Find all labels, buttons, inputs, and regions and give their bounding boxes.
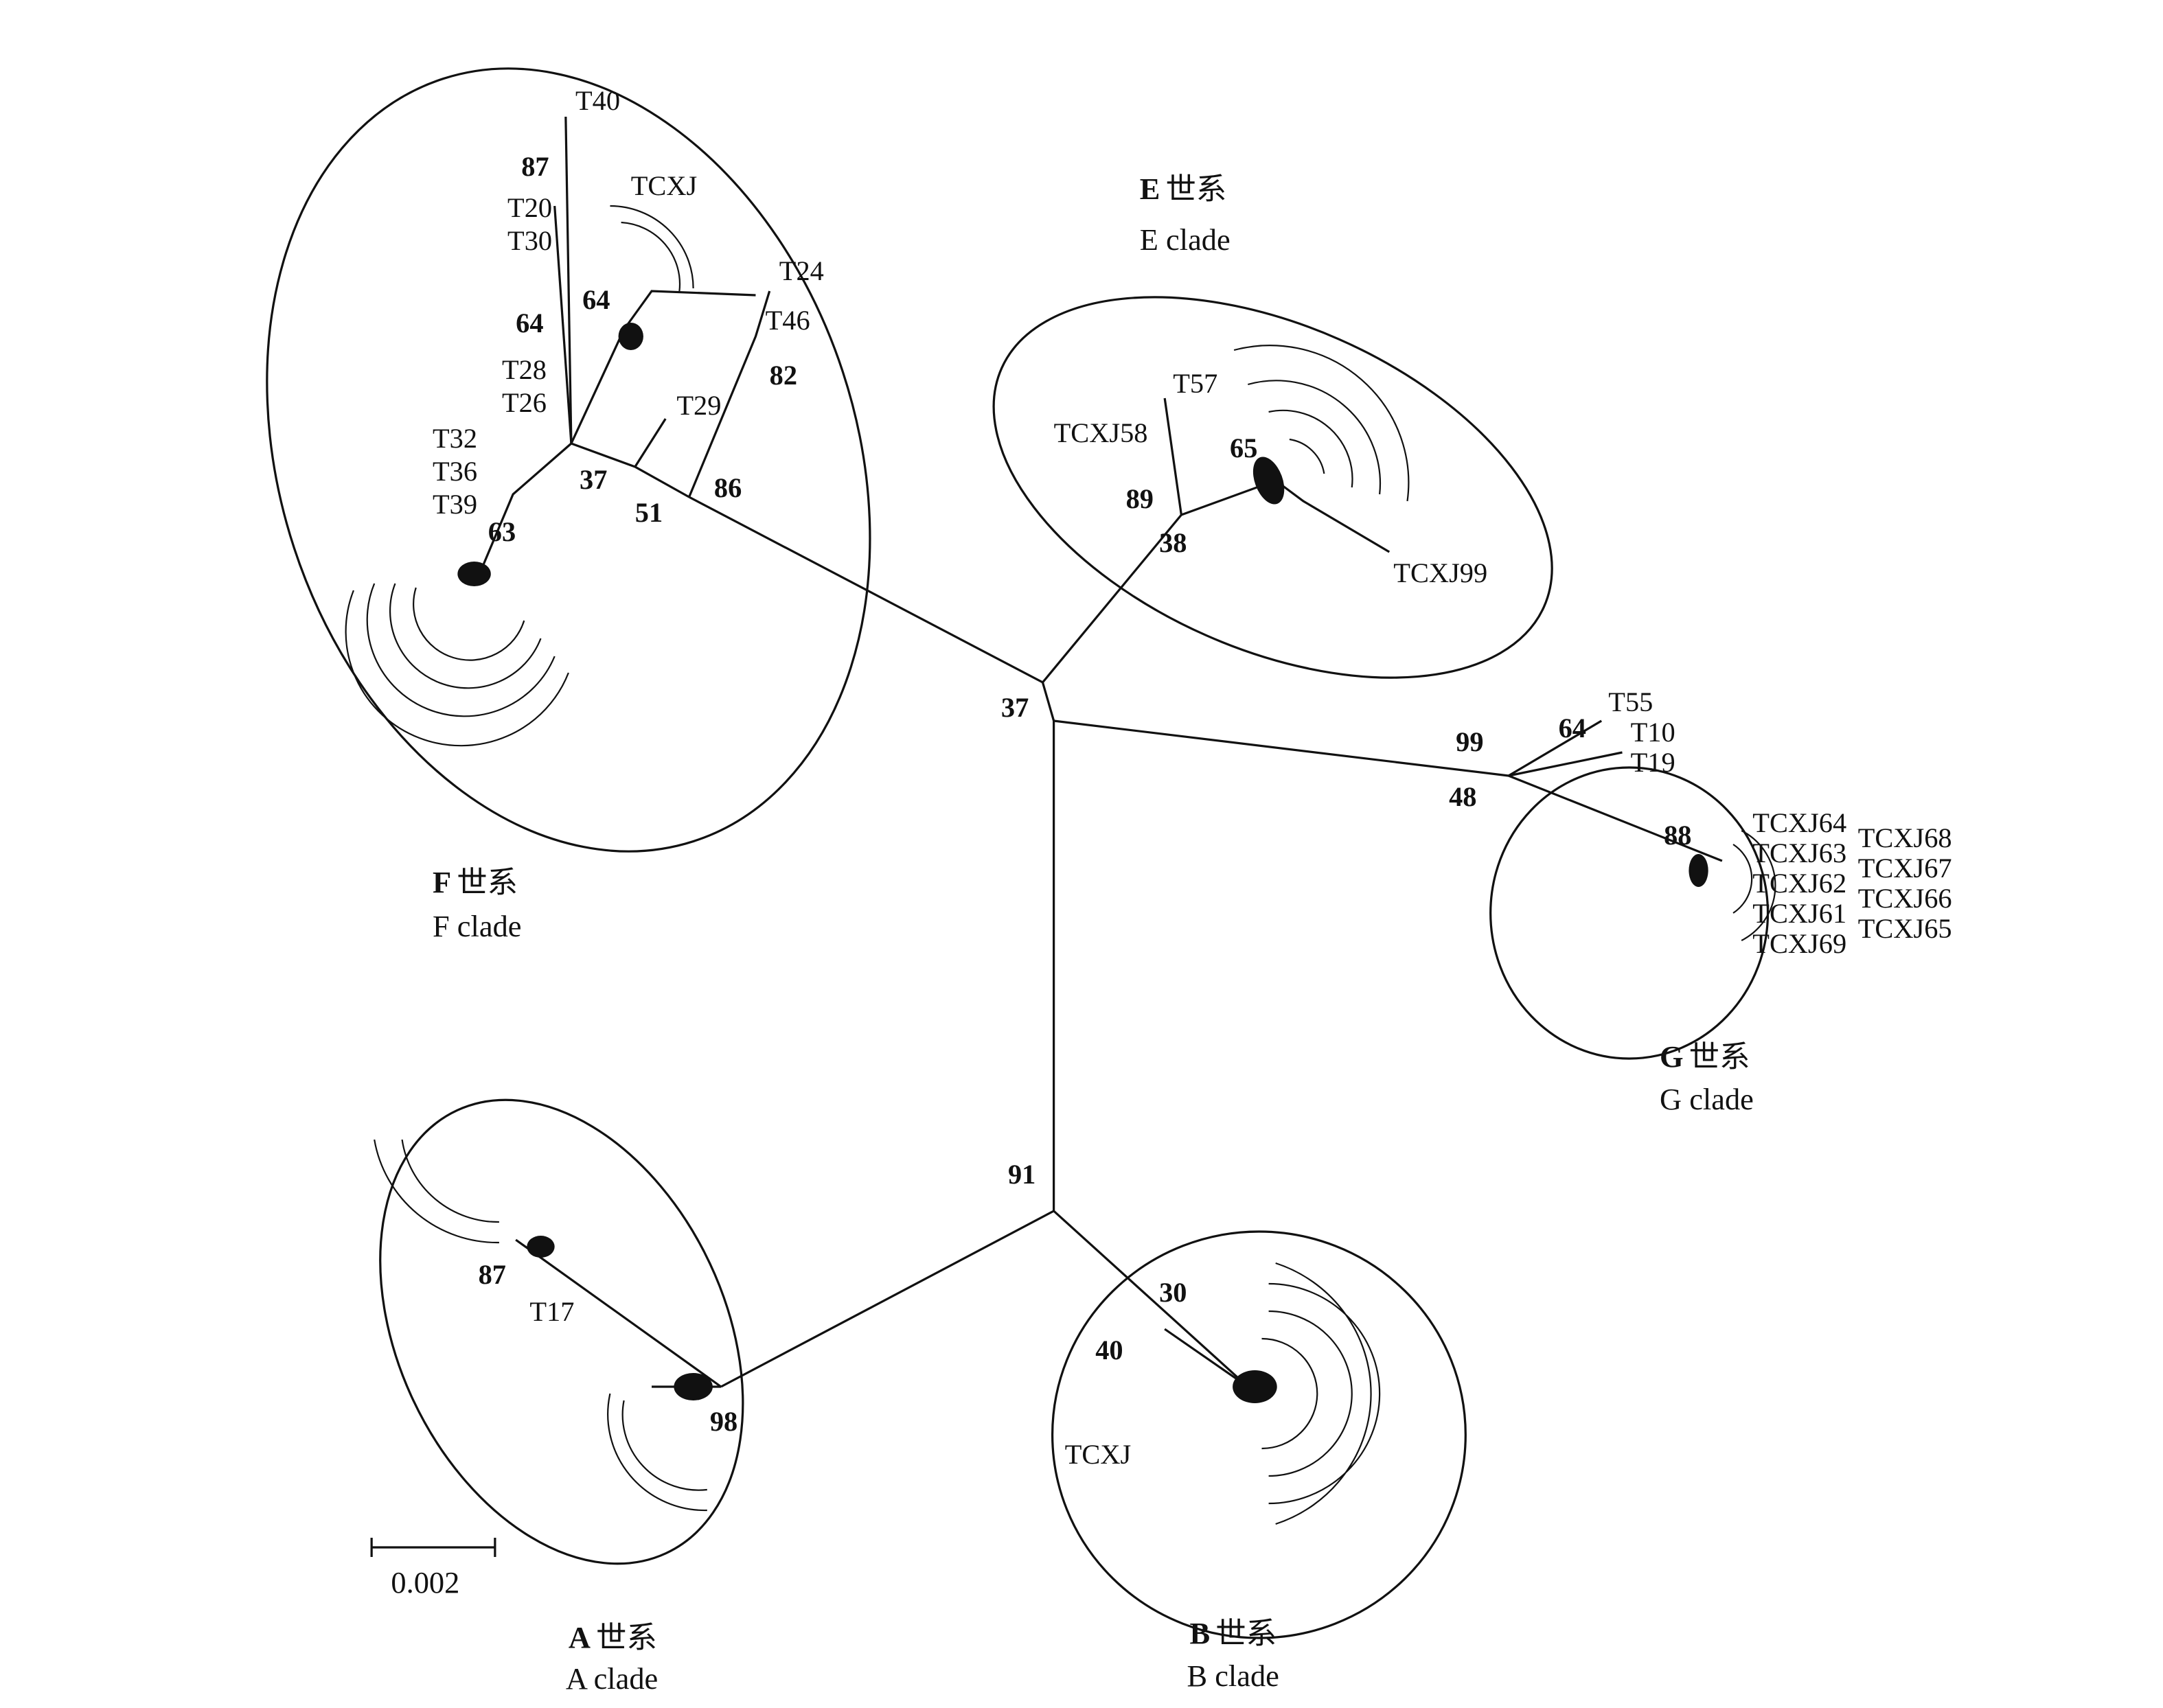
clade-B-branches (1164, 1262, 1381, 1525)
scale-bar: 0.002 (370, 1538, 496, 1600)
clade-E-ellipse (992, 296, 1553, 679)
leaf-label: T46 (766, 305, 810, 336)
bootstrap-G-88: 88 (1664, 820, 1691, 851)
clade-A-label: A 世系 A clade (566, 1621, 658, 1696)
leaf-label: TCXJ68 (1858, 822, 1952, 853)
bootstrap-B-30: 30 (1159, 1277, 1187, 1308)
bootstrap-F-37: 37 (580, 464, 607, 495)
svg-text:0.002: 0.002 (391, 1566, 459, 1600)
leaf-label: T10 (1631, 717, 1675, 748)
leaf-label: TCXJ67 (1858, 853, 1952, 884)
leaf-label: T17 (529, 1296, 574, 1327)
bootstrap-F-82: 82 (770, 360, 797, 391)
leaf-label: TCXJ69 (1752, 928, 1846, 959)
bootstrap-E-38: 38 (1159, 527, 1187, 558)
svg-text:A 世系: A 世系 (569, 1621, 657, 1654)
bootstrap-E-89: 89 (1126, 483, 1154, 514)
svg-text:B clade: B clade (1187, 1659, 1279, 1693)
leaf-label: T30 (507, 225, 552, 256)
leaf-label: T19 (1631, 747, 1675, 778)
svg-text:G clade: G clade (1660, 1083, 1754, 1116)
leaf-label: T20 (507, 192, 552, 223)
leaf-label: T28 (502, 354, 547, 385)
svg-text:E clade: E clade (1140, 223, 1231, 257)
bootstrap-root-lower: 91 (1008, 1159, 1035, 1190)
leaf-label: TCXJ66 (1858, 883, 1952, 914)
bootstrap-G-99: 99 (1456, 726, 1483, 757)
svg-text:B 世系: B 世系 (1190, 1617, 1277, 1650)
leaf-label: TCXJ64 (1752, 807, 1846, 838)
leaf-label: T39 (433, 489, 477, 520)
clade-G-circle (1489, 766, 1770, 1060)
svg-text:F 世系: F 世系 (433, 866, 518, 899)
bootstrap-F-87: 87 (521, 151, 549, 182)
leaf-label: TCXJ62 (1752, 868, 1846, 899)
leaf-label: TCXJ58 (1054, 417, 1148, 448)
clade-B-circle (1051, 1230, 1467, 1639)
svg-text:G 世系: G 世系 (1660, 1040, 1750, 1074)
bootstrap-A-98: 98 (710, 1406, 737, 1437)
clade-G-label: G 世系 G clade (1660, 1040, 1754, 1116)
leaf-label: T57 (1173, 368, 1217, 399)
clade-A-branches (374, 1139, 722, 1512)
leaf-label: TCXJ (1065, 1439, 1131, 1470)
clade-E-label: E 世系 E clade (1140, 172, 1231, 257)
bootstrap-F-64b: 64 (582, 284, 610, 315)
clade-F-ellipse (266, 67, 871, 853)
leaf-label: T40 (575, 85, 620, 116)
leaf-label: TCXJ63 (1752, 838, 1846, 868)
clade-A-ellipse (379, 1098, 744, 1565)
leaf-label: TCXJ99 (1393, 557, 1487, 588)
leaf-label: T36 (433, 456, 477, 487)
bootstrap-G-48: 48 (1449, 781, 1476, 812)
bootstrap-F-86: 86 (714, 472, 742, 503)
leaf-label: T32 (433, 423, 477, 454)
svg-text:A clade: A clade (566, 1662, 658, 1696)
bootstrap-F-51: 51 (635, 497, 663, 528)
leaf-label: TCXJ (631, 170, 697, 201)
bootstrap-F-64a: 64 (516, 308, 543, 338)
leaf-label: T29 (676, 390, 721, 421)
bootstrap-G-64: 64 (1559, 713, 1586, 743)
bootstrap-E-65: 65 (1230, 432, 1257, 463)
leaf-label: TCXJ65 (1858, 913, 1952, 944)
bootstrap-F-63: 63 (488, 516, 516, 547)
leaf-label: TCXJ61 (1752, 898, 1846, 929)
bootstrap-A-87: 87 (479, 1259, 506, 1290)
clade-B-label: B 世系 B clade (1187, 1617, 1279, 1693)
clade-F-branches (345, 116, 771, 747)
backbone-branches (688, 496, 1509, 1388)
clade-F-label: F 世系 F clade (433, 866, 522, 943)
clade-E-branches (1163, 345, 1410, 553)
leaf-label: T26 (502, 387, 547, 418)
leaf-label: T55 (1608, 686, 1653, 717)
svg-text:E 世系: E 世系 (1140, 172, 1227, 206)
leaf-label: T24 (779, 255, 824, 286)
bootstrap-B-40: 40 (1095, 1335, 1123, 1365)
bootstrap-root-upper: 37 (1001, 692, 1029, 723)
svg-text:F clade: F clade (433, 910, 522, 943)
clade-G-branches (1508, 719, 1776, 941)
